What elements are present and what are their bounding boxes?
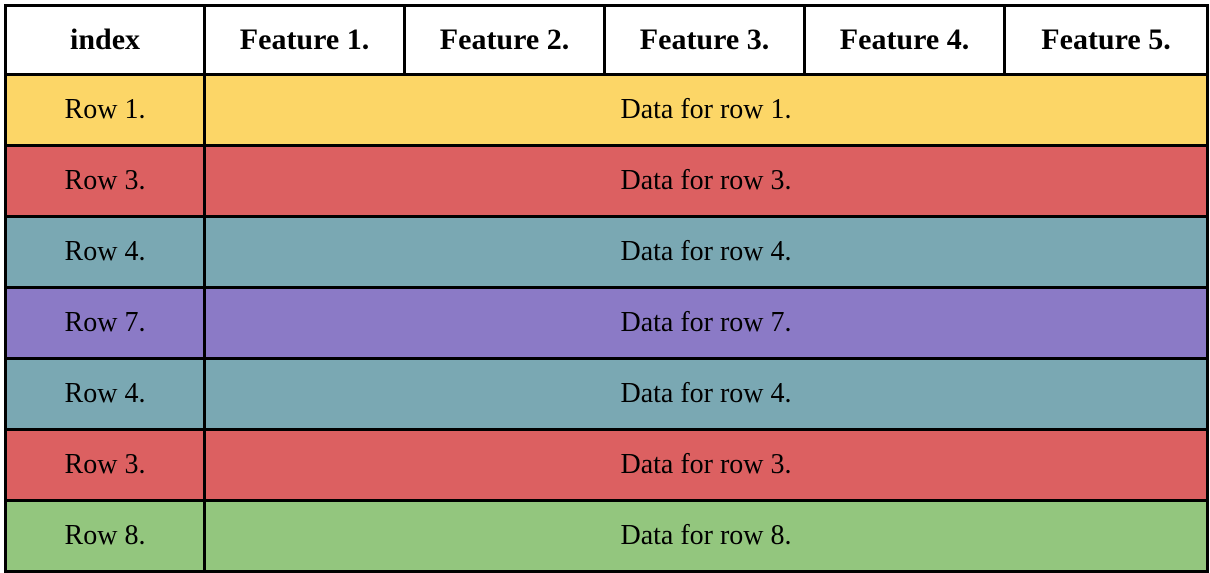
table-container: index Feature 1. Feature 2. Feature 3. F… [4, 4, 1209, 573]
table-row[interactable]: Row 3. Data for row 3. [4, 428, 1209, 502]
row-data-cell: Data for row 3. [203, 144, 1209, 218]
table-row[interactable]: Row 4. Data for row 4. [4, 357, 1209, 431]
feature-data-table: index Feature 1. Feature 2. Feature 3. F… [4, 4, 1209, 573]
column-header-feature-3[interactable]: Feature 3. [603, 4, 806, 76]
table-row[interactable]: Row 7. Data for row 7. [4, 286, 1209, 360]
table-row[interactable]: Row 8. Data for row 8. [4, 499, 1209, 573]
table-row[interactable]: Row 4. Data for row 4. [4, 215, 1209, 289]
column-header-feature-2[interactable]: Feature 2. [403, 4, 606, 76]
column-header-feature-1[interactable]: Feature 1. [203, 4, 406, 76]
table-body: Row 1. Data for row 1. Row 3. Data for r… [4, 73, 1209, 573]
row-data-cell: Data for row 4. [203, 357, 1209, 431]
row-data-cell: Data for row 3. [203, 428, 1209, 502]
table-header: index Feature 1. Feature 2. Feature 3. F… [4, 4, 1209, 76]
column-header-index[interactable]: index [4, 4, 206, 76]
table-row[interactable]: Row 1. Data for row 1. [4, 73, 1209, 147]
row-data-cell: Data for row 1. [203, 73, 1209, 147]
column-header-feature-4[interactable]: Feature 4. [803, 4, 1006, 76]
row-index-cell: Row 3. [4, 428, 206, 502]
row-index-cell: Row 3. [4, 144, 206, 218]
row-data-cell: Data for row 4. [203, 215, 1209, 289]
row-data-cell: Data for row 8. [203, 499, 1209, 573]
row-index-cell: Row 8. [4, 499, 206, 573]
row-index-cell: Row 4. [4, 215, 206, 289]
header-row: index Feature 1. Feature 2. Feature 3. F… [4, 4, 1209, 76]
row-index-cell: Row 7. [4, 286, 206, 360]
table-row[interactable]: Row 3. Data for row 3. [4, 144, 1209, 218]
column-header-feature-5[interactable]: Feature 5. [1003, 4, 1209, 76]
row-data-cell: Data for row 7. [203, 286, 1209, 360]
row-index-cell: Row 1. [4, 73, 206, 147]
row-index-cell: Row 4. [4, 357, 206, 431]
